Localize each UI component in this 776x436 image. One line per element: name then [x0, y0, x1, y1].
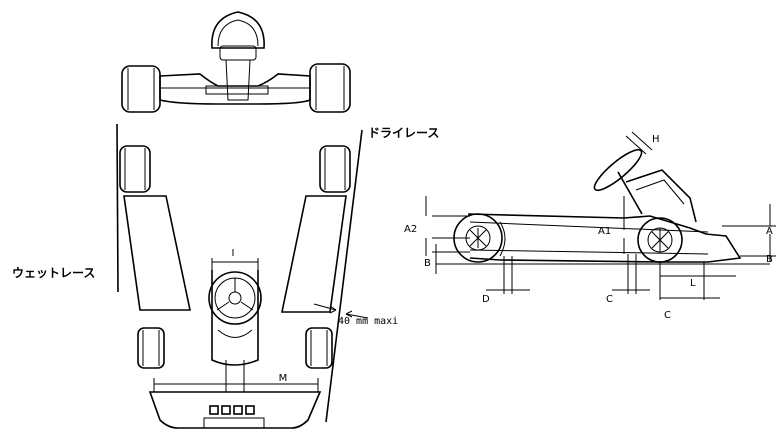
- dim-label-B-left: B: [424, 258, 431, 269]
- dim-label-H: H: [652, 134, 660, 145]
- side-view: H A2: [404, 131, 776, 321]
- wet-race-label: ウェットレース: [12, 266, 96, 280]
- dim-label-A2: A2: [404, 224, 417, 235]
- top-view: I M: [116, 11, 369, 429]
- max-note-label: 40 mm maxi: [338, 316, 398, 327]
- top-steering-wheel: [211, 11, 265, 101]
- dimension-M: M: [153, 373, 319, 392]
- dimension-I: I: [211, 248, 259, 272]
- dimension-B-right: B: [740, 254, 776, 265]
- top-side-wheel-left: [119, 145, 151, 193]
- top-driver-seat: [208, 270, 262, 393]
- dimension-H: H: [625, 131, 660, 155]
- top-front-bumper: [148, 391, 322, 429]
- dimension-C-right: C: [660, 297, 720, 321]
- dimension-C-mid: C: [606, 254, 650, 305]
- dim-label-A1: A1: [598, 226, 611, 237]
- max-offset-marker: [313, 303, 369, 319]
- dim-label-I: I: [232, 248, 235, 259]
- dimension-A: A: [722, 204, 776, 262]
- dimension-D: D: [482, 256, 530, 305]
- dim-label-M: M: [279, 373, 288, 384]
- top-front-wheel-right: [305, 327, 333, 369]
- side-chassis: [467, 213, 742, 263]
- dimension-L: L: [659, 262, 736, 300]
- dim-label-C-right: C: [664, 310, 671, 321]
- dim-label-C-mid: C: [606, 294, 613, 305]
- top-side-pod-right: [281, 195, 347, 313]
- dimension-A2: A2: [404, 196, 470, 256]
- side-steering-wheel: [593, 148, 697, 223]
- dimension-A1: A1: [598, 196, 625, 254]
- dim-label-B-right: B: [766, 254, 773, 265]
- dimension-B-left: B: [424, 244, 470, 274]
- top-side-wheel-right: [319, 145, 351, 193]
- top-front-wheel-left: [137, 327, 165, 369]
- top-right-boundary: [325, 129, 363, 423]
- dim-label-D: D: [482, 294, 490, 305]
- side-front-wheel: [637, 217, 683, 263]
- top-rear-wheel-right: [309, 63, 351, 113]
- dry-race-label: ドライレース: [368, 126, 440, 140]
- top-left-boundary: [116, 123, 119, 293]
- dim-label-L: L: [690, 278, 696, 289]
- top-rear-wheel-left: [121, 65, 161, 113]
- dim-label-A: A: [766, 226, 773, 237]
- top-side-pod-left: [123, 195, 191, 311]
